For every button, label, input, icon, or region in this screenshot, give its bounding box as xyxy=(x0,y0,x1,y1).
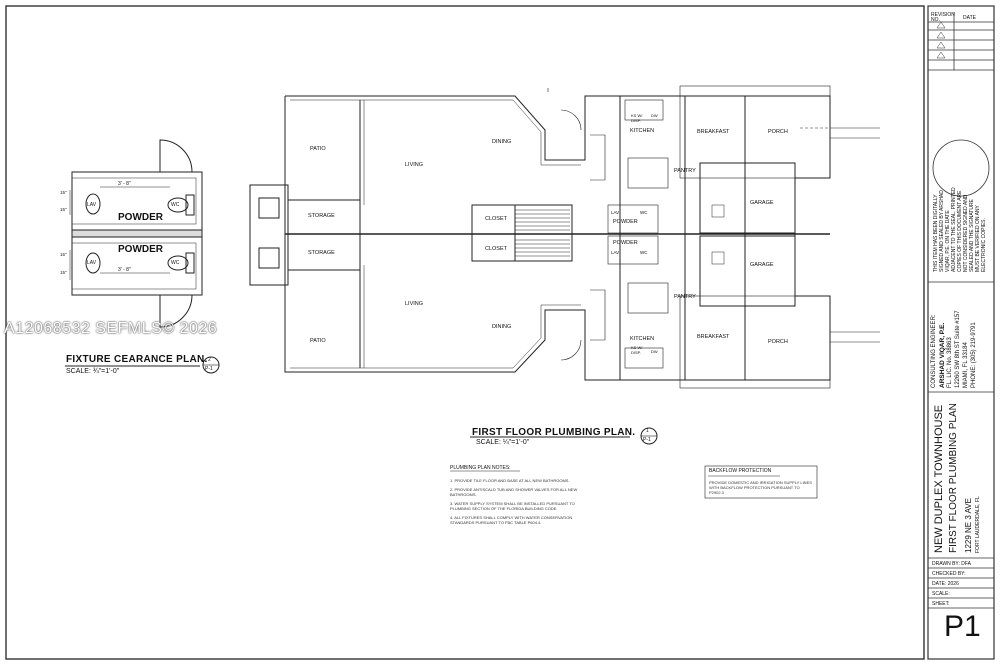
engineer-line-4: PHONE: (305) 219-9791 xyxy=(971,322,977,388)
title-block-grid xyxy=(928,12,994,609)
main-plan-title: FIRST FLOOR PLUMBING PLAN. xyxy=(472,427,636,438)
dim-label-5: 15" xyxy=(60,252,67,257)
engineer-line-2: 12260 SW 8th ST Suite #157 xyxy=(955,310,961,388)
fixture-plan-title: FIXTURE CEARANCE PLAN. xyxy=(66,354,208,365)
pantry-label-1: PANTRY xyxy=(674,168,696,174)
kitchen-label-2: KITCHEN xyxy=(630,336,655,342)
fixture-clearance-plan xyxy=(65,139,220,374)
lav-label-2: LAV xyxy=(87,260,97,266)
engineer-name: ARSHAD VIQAR, P.E. xyxy=(939,322,946,388)
engineer-line-1: FL. LIC. No. 38863 xyxy=(947,337,953,388)
closet-label-1: CLOSET xyxy=(485,216,508,222)
pantry-label-2: PANTRY xyxy=(674,294,696,300)
wc-fixture-1: WC xyxy=(640,210,648,215)
breakfast-label-2: BREAKFAST xyxy=(697,334,730,340)
dim-label-3: 15" xyxy=(60,190,67,195)
garage-label-1: GARAGE xyxy=(750,200,774,206)
porch-label-1: PORCH xyxy=(768,129,788,135)
powder-room-label-1: POWDER xyxy=(118,212,163,223)
powder-label-2: POWDER xyxy=(613,240,638,246)
scale-field: SCALE: xyxy=(932,591,950,597)
project-address: 1229 NE 3 AVE xyxy=(964,498,973,553)
checked-by: CHECKED BY: xyxy=(932,571,966,577)
date-field: DATE: 2026 xyxy=(932,581,959,587)
dim-label-1: 3' - 8" xyxy=(118,181,131,187)
date-header: DATE xyxy=(963,15,976,21)
drawn-by: DRAWN BY: DFA xyxy=(932,561,971,567)
patio-label-2: PATIO xyxy=(310,338,326,344)
disp-label-2: DISP. xyxy=(631,350,641,355)
lav-label-1: LAV xyxy=(87,202,97,208)
project-title: NEW DUPLEX TOWNHOUSE xyxy=(933,404,945,553)
seal-note: THIS ITEM HAS BEEN DIGITALLY SIGNED AND … xyxy=(933,187,987,272)
note-1: 1. PROVIDE TILE FLOOR AND BASE AT ALL NE… xyxy=(450,478,570,483)
dim-label-6: 15" xyxy=(60,270,67,275)
fixture-callout-num: 2 xyxy=(208,357,211,363)
wc-label-1: WC xyxy=(171,202,180,208)
closet-label-2: CLOSET xyxy=(485,246,508,252)
floor-plan-walls xyxy=(249,85,880,445)
storage-label-1: STORAGE xyxy=(308,213,335,219)
notes-title: PLUMBING PLAN NOTES: xyxy=(450,465,511,471)
mls-watermark: A12068532 SEFMLS© 2026 xyxy=(4,320,218,337)
main-plan-scale: SCALE: ¼"=1'-0" xyxy=(476,439,530,446)
sheet-number: P1 xyxy=(944,610,981,643)
main-callout-sheet: P-1 xyxy=(643,437,651,443)
disp-label-1: DISP. xyxy=(631,118,641,123)
engineer-label: CONSULTING ENGINEER: xyxy=(931,314,937,388)
sheet-field: SHEET: xyxy=(932,601,950,607)
patio-label-1: PATIO xyxy=(310,146,326,152)
storage-label-2: STORAGE xyxy=(308,250,335,256)
wc-fixture-2: WC xyxy=(640,250,648,255)
note-4: 4. ALL FIXTURES SHALL COMPLY WITH WATER … xyxy=(450,515,573,525)
lav-fixture-1: LAV xyxy=(611,210,620,215)
dining-label-1: DINING xyxy=(492,139,512,145)
ks-label-1: KS W/ xyxy=(631,113,643,118)
lav-fixture-2: LAV xyxy=(611,250,620,255)
project-city: FORT LAUDERDALE, FL xyxy=(975,496,981,553)
garage-label-2: GARAGE xyxy=(750,262,774,268)
dw-label-1: DW xyxy=(651,113,658,118)
main-callout-num: 1 xyxy=(646,428,649,434)
sheet-title: FIRST FLOOR PLUMBING PLAN xyxy=(948,403,959,553)
kitchen-label-1: KITCHEN xyxy=(630,128,655,134)
notes-boxes xyxy=(450,465,818,499)
backflow-text: PROVIDE DOMESTIC AND IRRIGATION SUPPLY L… xyxy=(709,480,812,495)
backflow-title: BACKFLOW PROTECTION xyxy=(709,468,772,474)
dw-label-2: DW xyxy=(651,349,658,354)
note-2: 2. PROVIDE ANTISCALD TUB AND SHOWER VALV… xyxy=(450,487,578,497)
powder-label-1: POWDER xyxy=(613,219,638,225)
dim-label-2: 3' - 8" xyxy=(118,267,131,273)
living-label-1: LIVING xyxy=(405,162,424,168)
dining-label-2: DINING xyxy=(492,324,512,330)
wc-label-2: WC xyxy=(171,260,180,266)
ks-label-2: KS W/ xyxy=(631,345,643,350)
fixture-callout-sheet: P-1 xyxy=(205,366,213,372)
fixture-plan-scale: SCALE: ¾"=1'-0" xyxy=(66,368,120,375)
breakfast-label-1: BREAKFAST xyxy=(697,129,730,135)
revision-header: REVISION NO. xyxy=(931,12,955,23)
porch-label-2: PORCH xyxy=(768,339,788,345)
powder-room-label-2: POWDER xyxy=(118,244,163,255)
engineer-line-3: MIAMI, FL 33184 xyxy=(963,342,969,388)
note-3: 3. WATER SUPPLY SYSTEM SHALL BE INSTALLE… xyxy=(450,501,575,511)
living-label-2: LIVING xyxy=(405,301,424,307)
dim-label-4: 15" xyxy=(60,207,67,212)
